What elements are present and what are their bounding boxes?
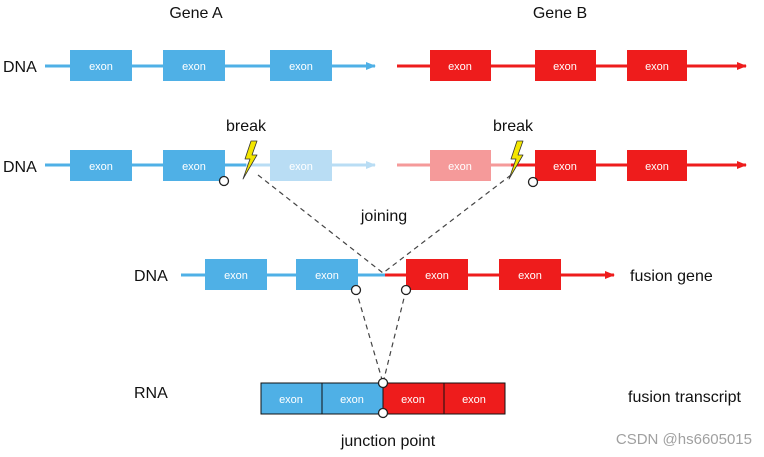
junction-circle (377, 407, 389, 419)
exon-block (163, 150, 225, 181)
exon-block-faded (430, 150, 491, 181)
exon-block (270, 50, 332, 81)
junction-circle (218, 175, 230, 187)
fusion-gene-label: fusion gene (630, 268, 713, 285)
exon-block (321, 382, 384, 415)
exon-block (443, 382, 506, 415)
row3-dna-label: DNA (134, 268, 168, 285)
exon-block (70, 50, 132, 81)
junction-circle (377, 377, 389, 389)
exon-block (535, 50, 596, 81)
exon-label: exon (553, 61, 577, 73)
row2-dna-label: DNA (3, 159, 37, 176)
exon-block (205, 259, 267, 290)
gene-a-title: Gene A (169, 5, 223, 22)
row1-dna-label: DNA (3, 59, 37, 76)
lightning-icon (508, 140, 524, 180)
junction-circle (527, 176, 539, 188)
exon-block (499, 259, 561, 290)
gene-b-row1: exon exon exon (397, 50, 747, 81)
joining-label: joining (360, 208, 407, 225)
junction-markers (218, 175, 539, 419)
lightning-icon (242, 140, 258, 180)
transcription-lines (355, 289, 407, 384)
exon-label: exon (553, 161, 577, 173)
junction-point-label: junction point (340, 433, 436, 450)
fusion-transcript-label: fusion transcript (628, 389, 741, 406)
exon-label: exon (224, 270, 248, 282)
exon-block (260, 382, 323, 415)
fusion-gene: exon exon exon exon (181, 259, 615, 290)
junction-circle (350, 284, 362, 296)
exon-block (296, 259, 358, 290)
exon-label: exon (182, 61, 206, 73)
break-label-a: break (226, 118, 267, 135)
exon-label: exon (425, 270, 449, 282)
gene-b-row2: exon exon exon (397, 150, 747, 181)
exon-block (382, 382, 445, 415)
break-label-b: break (493, 118, 534, 135)
exon-block (430, 50, 491, 81)
exon-block (163, 50, 225, 81)
exon-label: exon (645, 161, 669, 173)
exon-label: exon (462, 394, 486, 406)
gene-a-row1: exon exon exon (45, 50, 376, 81)
exon-label: exon (182, 161, 206, 173)
junction-circle (400, 284, 412, 296)
exon-block (70, 150, 132, 181)
watermark: CSDN @hs6605015 (616, 431, 752, 448)
exon-label: exon (279, 394, 303, 406)
exon-label: exon (518, 270, 542, 282)
rna-label: RNA (134, 385, 168, 402)
exon-label: exon (401, 394, 425, 406)
exon-block (535, 150, 596, 181)
exon-block-faded (270, 150, 332, 181)
fusion-transcript: exon exon exon exon (260, 382, 506, 415)
exon-label: exon (289, 61, 313, 73)
exon-label: exon (289, 161, 313, 173)
gene-b-title: Gene B (533, 5, 587, 22)
exon-label: exon (89, 61, 113, 73)
gene-a-row2: exon exon exon (45, 150, 376, 181)
exon-block (627, 50, 687, 81)
exon-label: exon (89, 161, 113, 173)
exon-block (406, 259, 468, 290)
exon-block (627, 150, 687, 181)
exon-label: exon (340, 394, 364, 406)
exon-label: exon (448, 61, 472, 73)
exon-label: exon (448, 161, 472, 173)
exon-label: exon (315, 270, 339, 282)
exon-label: exon (645, 61, 669, 73)
